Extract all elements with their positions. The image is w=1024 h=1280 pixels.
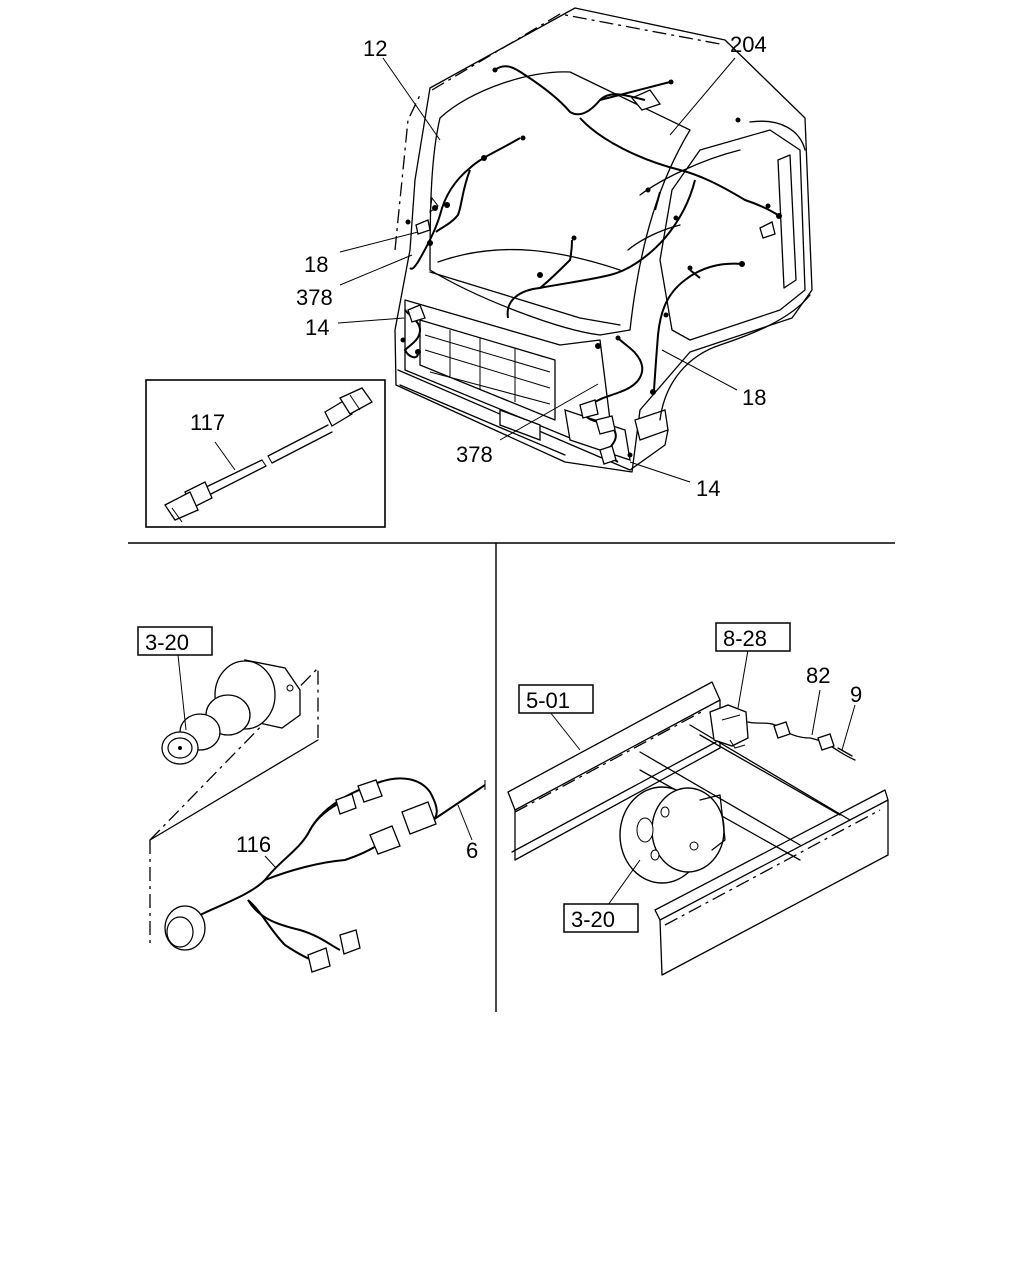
callout-18-left: 18 [304, 252, 328, 277]
harness-204 [492, 65, 782, 239]
callout-117: 117 [190, 410, 225, 435]
harness-12 [405, 135, 526, 270]
callout-12: 12 [363, 36, 387, 61]
callout-116: 116 [236, 832, 271, 857]
ref-box-3-20-right [563, 903, 639, 933]
callout-14-right: 14 [696, 476, 720, 501]
ref-box-3-20-left [137, 626, 213, 656]
callout-18-right: 18 [742, 385, 766, 410]
ref-box-8-28 [715, 622, 791, 652]
ref-5-01: 5-01 [526, 688, 570, 713]
callout-14-left: 14 [305, 315, 329, 340]
ref-8-28: 8-28 [723, 626, 767, 651]
socket-harness-drawing [149, 654, 486, 973]
harness-dashboard [506, 179, 696, 319]
harness-14-right [579, 335, 644, 465]
harness-14-left [400, 304, 426, 359]
callout-82: 82 [806, 663, 830, 688]
chassis-frame-drawing [507, 649, 889, 976]
callout-6: 6 [466, 838, 478, 863]
inset-box-117 [145, 379, 386, 528]
ref-box-5-01 [518, 684, 594, 714]
ref-3-20-right: 3-20 [571, 907, 615, 932]
callout-378-right: 378 [456, 442, 493, 467]
cab-leader-lines [337, 57, 738, 483]
harness-18-right [650, 261, 745, 395]
ref-3-20-left: 3-20 [145, 630, 189, 655]
callout-378-left: 378 [296, 285, 333, 310]
callout-9: 9 [850, 682, 862, 707]
callout-204: 204 [730, 32, 767, 57]
